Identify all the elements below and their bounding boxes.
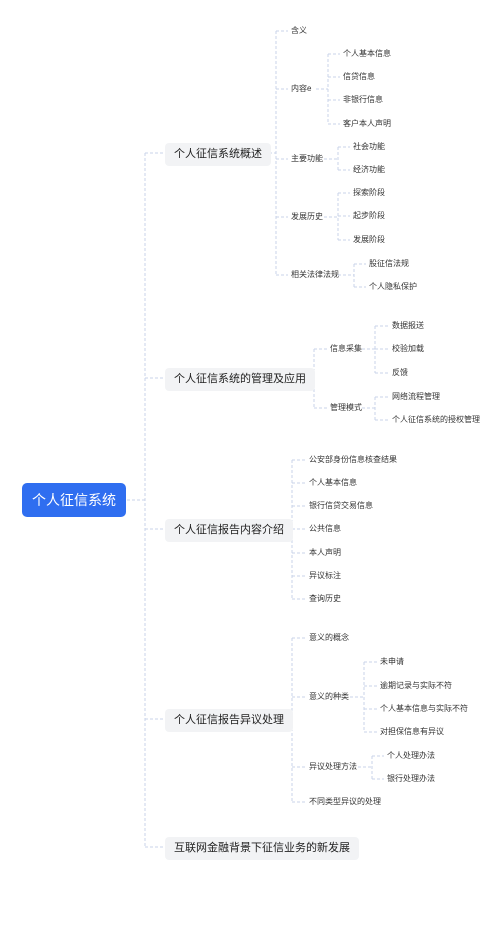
leaf-item[interactable]: 起步阶段	[353, 211, 385, 220]
leaf-item[interactable]: 个人基本信息	[309, 478, 357, 487]
leaf-item[interactable]: 非银行信息	[343, 95, 383, 104]
leaf-item[interactable]: 个人处理办法	[387, 751, 435, 760]
node-main-function[interactable]: 主要功能	[291, 154, 323, 163]
node-handling[interactable]: 不同类型异议的处理	[309, 797, 381, 806]
node-info-collection[interactable]: 信息采集	[330, 344, 362, 353]
leaf-item[interactable]: 探索阶段	[353, 188, 385, 197]
leaf-item[interactable]: 股征信法规	[369, 259, 409, 268]
node-laws[interactable]: 相关法律法规	[291, 270, 339, 279]
branch-management[interactable]: 个人征信系统的管理及应用	[165, 368, 315, 391]
leaf-item[interactable]: 银行处理办法	[387, 774, 435, 783]
branch-new-development[interactable]: 互联网金融背景下征信业务的新发展	[165, 837, 359, 860]
leaf-item[interactable]: 公安部身份信息核查结果	[309, 455, 397, 464]
node-meaning[interactable]: 含义	[291, 26, 307, 35]
leaf-item[interactable]: 本人声明	[309, 548, 341, 557]
node-methods[interactable]: 异议处理方法	[309, 762, 357, 771]
leaf-item[interactable]: 网络流程管理	[392, 392, 440, 401]
leaf-item[interactable]: 社会功能	[353, 142, 385, 151]
root-node[interactable]: 个人征信系统	[22, 483, 126, 517]
node-management-mode[interactable]: 管理模式	[330, 403, 362, 412]
leaf-item[interactable]: 银行信贷交易信息	[309, 501, 373, 510]
leaf-item[interactable]: 反馈	[392, 368, 408, 377]
leaf-item[interactable]: 对担保信息有异议	[380, 727, 444, 736]
leaf-item[interactable]: 个人基本信息与实际不符	[380, 704, 468, 713]
leaf-item[interactable]: 个人基本信息	[343, 49, 391, 58]
branch-dispute[interactable]: 个人征信报告异议处理	[165, 709, 293, 732]
leaf-item[interactable]: 发展阶段	[353, 235, 385, 244]
branch-overview[interactable]: 个人征信系统概述	[165, 143, 271, 166]
leaf-item[interactable]: 逾期记录与实际不符	[380, 681, 452, 690]
node-concept[interactable]: 意义的概念	[309, 633, 349, 642]
node-types[interactable]: 意义的种类	[309, 692, 349, 701]
leaf-item[interactable]: 个人隐私保护	[369, 282, 417, 291]
node-history[interactable]: 发展历史	[291, 212, 323, 221]
leaf-item[interactable]: 未申请	[380, 657, 404, 666]
leaf-item[interactable]: 经济功能	[353, 165, 385, 174]
leaf-item[interactable]: 公共信息	[309, 524, 341, 533]
node-content[interactable]: 内容e	[291, 84, 312, 93]
leaf-item[interactable]: 校验加载	[392, 344, 424, 353]
leaf-item[interactable]: 数据报送	[392, 321, 424, 330]
leaf-item[interactable]: 信贷信息	[343, 72, 375, 81]
branch-report-content[interactable]: 个人征信报告内容介绍	[165, 519, 293, 542]
leaf-item[interactable]: 查询历史	[309, 594, 341, 603]
leaf-item[interactable]: 个人征信系统的授权管理	[392, 415, 480, 424]
leaf-item[interactable]: 客户本人声明	[343, 119, 391, 128]
leaf-item[interactable]: 异议标注	[309, 571, 341, 580]
